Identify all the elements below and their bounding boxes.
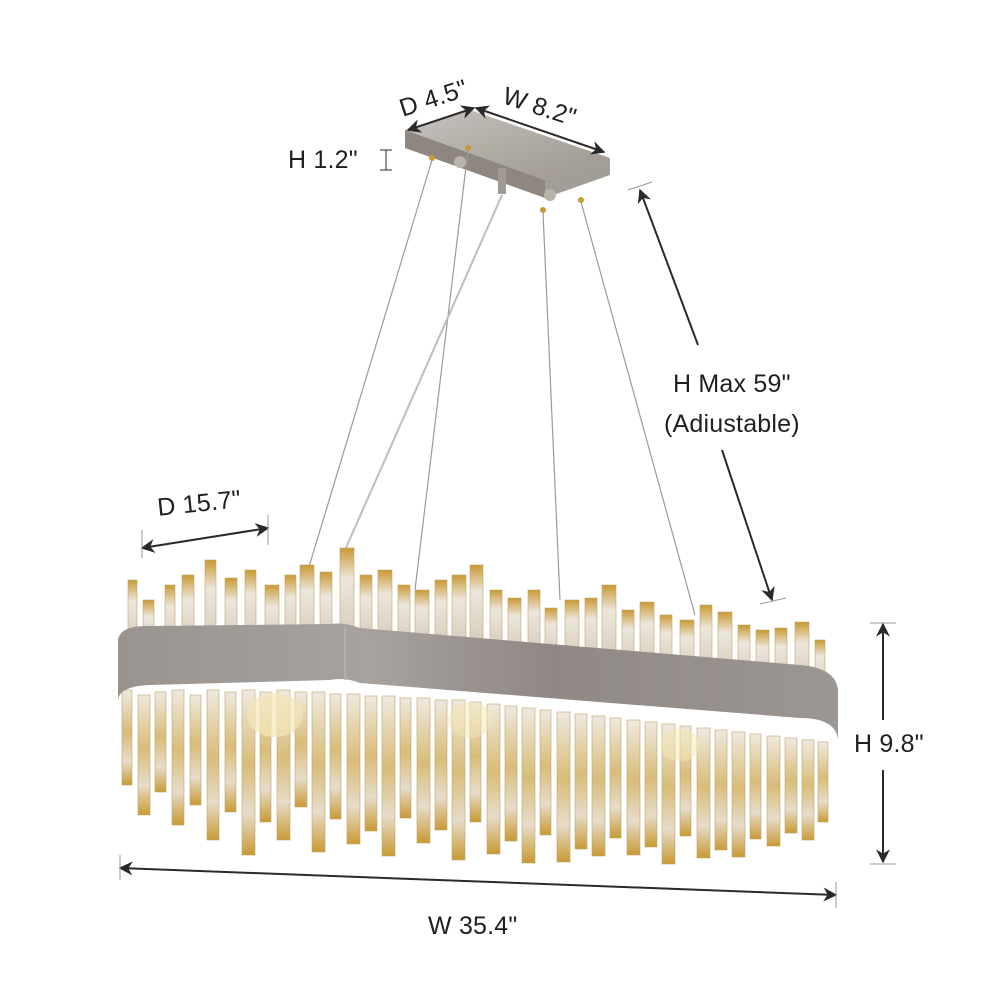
- canopy-height-label: H 1.2": [288, 146, 358, 174]
- body-height-label: H 9.8": [854, 730, 924, 758]
- lower-crystals: [121, 689, 829, 865]
- body-width-label: W 35.4": [428, 912, 518, 940]
- suspension-cables: [304, 149, 696, 616]
- hanging-height-label-line1: H Max 59": [673, 370, 791, 398]
- hanging-height-label-line2: (Adiustable): [664, 410, 800, 438]
- canopy: [405, 110, 610, 213]
- dimension-lines: [118, 105, 896, 908]
- metal-band: [118, 623, 838, 740]
